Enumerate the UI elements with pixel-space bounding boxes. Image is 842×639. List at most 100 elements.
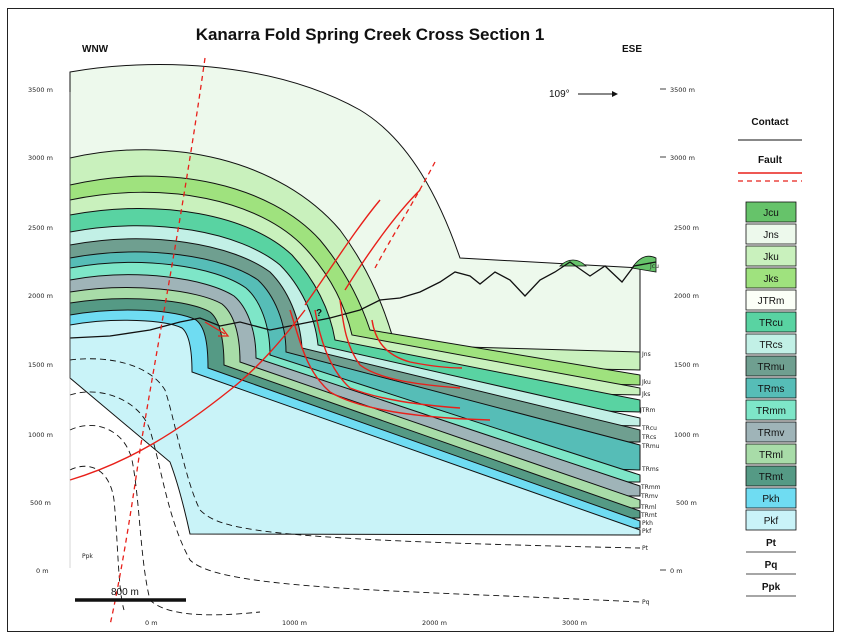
bottom-tick-1000: 1000 m bbox=[282, 619, 307, 627]
scale-bar-label: 800 m bbox=[111, 587, 139, 598]
left-tick-0: 0 m bbox=[36, 567, 49, 575]
layer-pkf bbox=[69, 319, 641, 536]
faults-dashed bbox=[109, 57, 436, 626]
legend-unit-jks: Jks bbox=[764, 274, 779, 285]
question-mark: ? bbox=[316, 308, 322, 319]
legend-unit-trms: TRms bbox=[758, 384, 785, 395]
left-tick-3500: 3500 m bbox=[28, 86, 53, 94]
left-tick-1000: 1000 m bbox=[28, 431, 53, 439]
contact-pt bbox=[69, 358, 641, 549]
bottom-tick-0: 0 m bbox=[145, 619, 158, 627]
right-tick-3000: 3000 m bbox=[670, 154, 695, 162]
topography-line bbox=[69, 261, 657, 339]
fault-dashed-right bbox=[374, 161, 436, 269]
legend-swatch-jtrm bbox=[745, 289, 797, 311]
legend-fault-label: Fault bbox=[758, 155, 783, 166]
label-trcu: TRcu bbox=[641, 425, 657, 432]
left-tick-2000: 2000 m bbox=[28, 292, 53, 300]
legend-unit-jtrm: JTRm bbox=[758, 296, 785, 307]
fault-upper-2 bbox=[344, 189, 421, 291]
legend-swatch-trms bbox=[745, 377, 797, 399]
figure-title: Kanarra Fold Spring Creek Cross Section … bbox=[196, 25, 545, 44]
right-tick-1000: 1000 m bbox=[674, 431, 699, 439]
label-jku: Jku bbox=[641, 379, 651, 386]
legend-unit-trcu: TRcu bbox=[759, 318, 783, 329]
legend-unit-list: JcuJnsJkuJksJTRmTRcuTRcsTRmuTRmsTRmmTRmv… bbox=[745, 201, 797, 597]
legend-swatch-trmv bbox=[745, 421, 797, 443]
legend-unit-pt: Pt bbox=[766, 538, 777, 549]
lower-contacts bbox=[69, 358, 641, 616]
label-jcu-top: Jcu bbox=[649, 263, 659, 270]
right-axis: 3500 m 3000 m 2500 m 2000 m 1500 m 1000 … bbox=[660, 86, 699, 575]
label-trmu: TRmu bbox=[641, 443, 660, 450]
legend-unit-jcu: Jcu bbox=[763, 208, 779, 219]
fold-layers bbox=[69, 64, 641, 536]
legend-unit-trmu: TRmu bbox=[757, 362, 784, 373]
right-tick-500: 500 m bbox=[676, 499, 697, 507]
fault-thrust bbox=[69, 309, 306, 481]
legend-swatch-jks bbox=[745, 267, 797, 289]
legend-swatch-jns bbox=[745, 223, 797, 245]
legend-unit-jku: Jku bbox=[763, 252, 779, 263]
legend-swatch-pkf bbox=[745, 509, 797, 531]
fault-2 bbox=[314, 309, 461, 409]
legend-swatch-trmm bbox=[745, 399, 797, 421]
fault-arrow-1 bbox=[204, 321, 230, 337]
left-tick-500: 500 m bbox=[30, 499, 51, 507]
legend-unit-trmm: TRmm bbox=[756, 406, 786, 417]
contact-ppk bbox=[69, 425, 261, 616]
bottom-tick-2000: 2000 m bbox=[422, 619, 447, 627]
contact-pq bbox=[69, 391, 641, 603]
right-tick-1500: 1500 m bbox=[674, 361, 699, 369]
legend-unit-trmt: TRmt bbox=[759, 472, 784, 483]
legend-unit-pkf: Pkf bbox=[764, 516, 779, 527]
jcu-patch-1 bbox=[559, 259, 587, 267]
legend-swatch-trml bbox=[745, 443, 797, 465]
azimuth-arrow-head bbox=[612, 91, 618, 97]
legend-swatch-trcu bbox=[745, 311, 797, 333]
label-trms: TRms bbox=[641, 466, 659, 473]
legend-swatch-trmu bbox=[745, 355, 797, 377]
legend-swatch-jku bbox=[745, 245, 797, 267]
legend-unit-jns: Jns bbox=[763, 230, 779, 241]
legend-swatch-jcu bbox=[745, 201, 797, 223]
legend-unit-pkh: Pkh bbox=[762, 494, 779, 505]
contact-deep bbox=[69, 465, 125, 611]
fault-4 bbox=[371, 319, 463, 369]
right-tick-0: 0 m bbox=[670, 567, 683, 575]
label-pkh: Pkh bbox=[642, 520, 653, 527]
label-trcs: TRcs bbox=[641, 434, 656, 441]
label-pkf: Pkf bbox=[642, 528, 652, 535]
right-tick-2000: 2000 m bbox=[674, 292, 699, 300]
fault-1 bbox=[289, 309, 491, 421]
figure-frame bbox=[7, 8, 834, 632]
faults bbox=[69, 189, 491, 481]
right-tick-2500: 2500 m bbox=[674, 224, 699, 232]
bottom-tick-3000: 3000 m bbox=[562, 619, 587, 627]
legend-unit-trcs: TRcs bbox=[759, 340, 782, 351]
label-ppk: Ppk bbox=[82, 553, 93, 560]
legend-swatch-trmt bbox=[745, 465, 797, 487]
legend-unit-trmv: TRmv bbox=[758, 428, 785, 439]
direction-wnw: WNW bbox=[82, 44, 109, 55]
legend-unit-trml: TRml bbox=[759, 450, 783, 461]
label-trmm: TRmm bbox=[640, 484, 661, 491]
label-trml: TRml bbox=[640, 504, 657, 511]
left-tick-3000: 3000 m bbox=[28, 154, 53, 162]
fault-dashed-left bbox=[109, 57, 206, 626]
bottom-axis: 0 m 1000 m 2000 m 3000 m bbox=[145, 619, 587, 627]
label-pq: Pq bbox=[642, 599, 650, 606]
legend-unit-pq: Pq bbox=[765, 560, 778, 571]
fault-upper-1 bbox=[304, 199, 381, 306]
label-jns: Jns bbox=[641, 351, 651, 358]
right-unit-labels: Jns Jku Jks JTRm TRcu TRcs TRmu TRms TRm… bbox=[82, 351, 661, 606]
legend-contact-label: Contact bbox=[751, 117, 789, 128]
left-tick-1500: 1500 m bbox=[28, 361, 53, 369]
label-trmt: TRmt bbox=[640, 512, 658, 519]
left-tick-2500: 2500 m bbox=[28, 224, 53, 232]
right-tick-3500: 3500 m bbox=[670, 86, 695, 94]
label-trmv: TRmv bbox=[640, 493, 659, 500]
fault-3 bbox=[339, 299, 461, 389]
direction-ese: ESE bbox=[622, 44, 642, 55]
